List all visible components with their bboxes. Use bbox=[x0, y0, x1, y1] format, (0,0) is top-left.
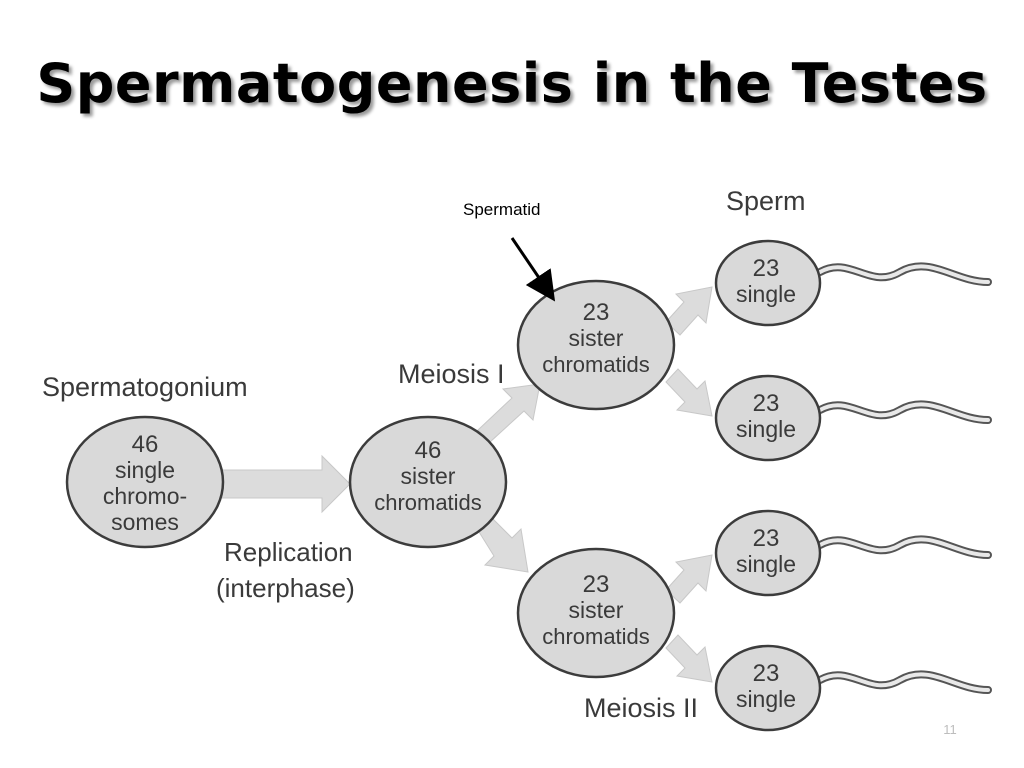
replication-label: Replication bbox=[224, 537, 353, 567]
meiosis-2-arrow-2 bbox=[665, 368, 713, 417]
sperm-head-1 bbox=[714, 239, 822, 327]
spermatogonium-line-2: single bbox=[115, 457, 175, 483]
primary-line-3: chromatids bbox=[374, 490, 482, 515]
sperm-4-line-2: single bbox=[736, 686, 796, 712]
sperm-tail-highlights bbox=[818, 264, 990, 692]
block-arrows bbox=[221, 286, 713, 683]
sperm-2-line-2: single bbox=[736, 416, 796, 442]
spermatid-label: Spermatid bbox=[463, 200, 540, 219]
sperm-tails bbox=[816, 262, 992, 694]
meiosis-2-label: Meiosis II bbox=[584, 693, 698, 723]
secondary-spermatocyte-top-cell bbox=[516, 279, 676, 411]
sperm-2-line-1: 23 bbox=[753, 390, 780, 417]
sperm-head-2 bbox=[714, 374, 822, 462]
sperm-label: Sperm bbox=[726, 186, 806, 216]
secondary-top-line-1: 23 bbox=[583, 299, 610, 326]
secondary-bottom-line-2: sister bbox=[569, 597, 624, 623]
primary-spermatocyte-cell bbox=[348, 415, 508, 549]
spermatid-pointer-arrow bbox=[510, 237, 556, 302]
cell-texts: 46 single chromo- somes 46 sister chroma… bbox=[103, 255, 796, 712]
spermatogonium-cell bbox=[65, 415, 225, 549]
slide-title: Spermatogenesis in the Testes bbox=[36, 52, 988, 115]
cells bbox=[65, 239, 822, 732]
replication-arrow bbox=[221, 454, 351, 514]
sperm-3-line-1: 23 bbox=[753, 525, 780, 552]
interphase-label: (interphase) bbox=[216, 573, 355, 603]
secondary-top-line-3: chromatids bbox=[542, 352, 650, 377]
meiosis-2-arrow-1 bbox=[665, 286, 713, 336]
page-number: 11 bbox=[943, 722, 957, 737]
primary-line-2: sister bbox=[401, 463, 456, 489]
spermatogonium-line-4: somes bbox=[111, 509, 179, 535]
secondary-bottom-line-1: 23 bbox=[583, 571, 610, 598]
secondary-spermatocyte-bottom-cell bbox=[516, 547, 676, 679]
stage-labels: Spermatogonium Replication (interphase) … bbox=[42, 186, 806, 723]
secondary-bottom-line-3: chromatids bbox=[542, 624, 650, 649]
sperm-1-line-1: 23 bbox=[753, 255, 780, 282]
sperm-3-line-2: single bbox=[736, 551, 796, 577]
spermatogonium-line-1: 46 bbox=[132, 431, 159, 458]
spermatogonium-line-3: chromo- bbox=[103, 483, 187, 509]
sperm-4-line-1: 23 bbox=[753, 660, 780, 687]
meiosis-2-arrow-4 bbox=[665, 634, 713, 683]
secondary-top-line-2: sister bbox=[569, 325, 624, 351]
meiosis-2-arrow-3 bbox=[665, 554, 713, 604]
sperm-head-4 bbox=[714, 644, 822, 732]
sperm-head-3 bbox=[714, 509, 822, 597]
spermatogonium-label: Spermatogonium bbox=[42, 372, 248, 402]
primary-line-1: 46 bbox=[415, 437, 442, 464]
meiosis-1-up-arrow bbox=[477, 383, 541, 443]
meiosis-1-label: Meiosis I bbox=[398, 359, 505, 389]
sperm-1-line-2: single bbox=[736, 281, 796, 307]
